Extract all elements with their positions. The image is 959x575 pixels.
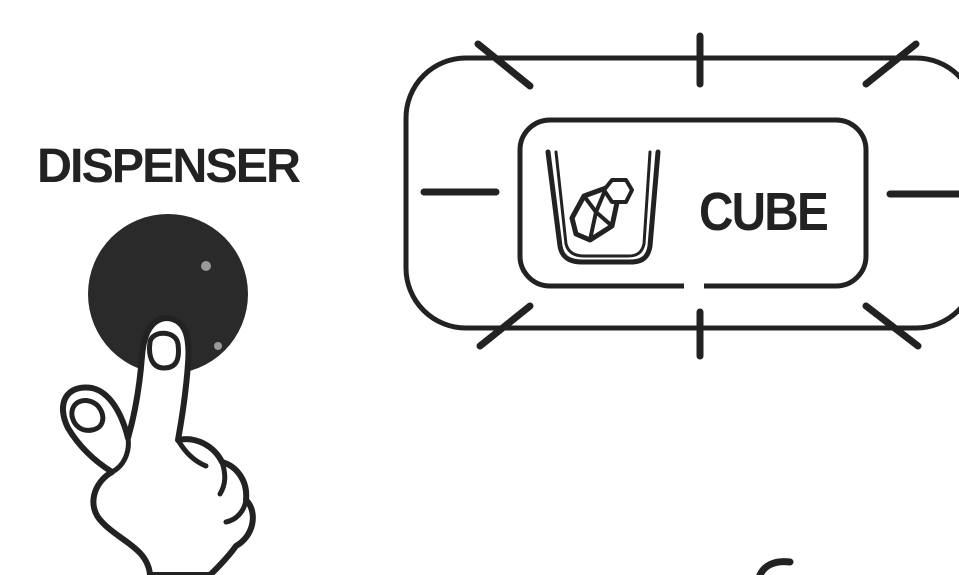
- button-highlight-dot-lower: [214, 342, 222, 350]
- partial-stroke-bottom: [756, 558, 794, 575]
- dispenser-button[interactable]: [88, 214, 248, 374]
- button-highlight-dot: [201, 261, 211, 271]
- dispenser-label: DISPENSER: [37, 140, 300, 193]
- pressing-hand-icon: [60, 315, 256, 575]
- mode-label: CUBE: [699, 182, 827, 242]
- ice-cube-cup-icon: [545, 149, 661, 265]
- flashing-indicator-ticks: [420, 32, 959, 360]
- tick-top-right: [862, 40, 920, 88]
- tick-top-left: [474, 40, 534, 90]
- tick-bottom-left: [476, 302, 534, 350]
- display-outer-frame: [403, 55, 959, 331]
- tick-bottom-right: [862, 302, 922, 350]
- display-panel: CUBE: [403, 32, 959, 360]
